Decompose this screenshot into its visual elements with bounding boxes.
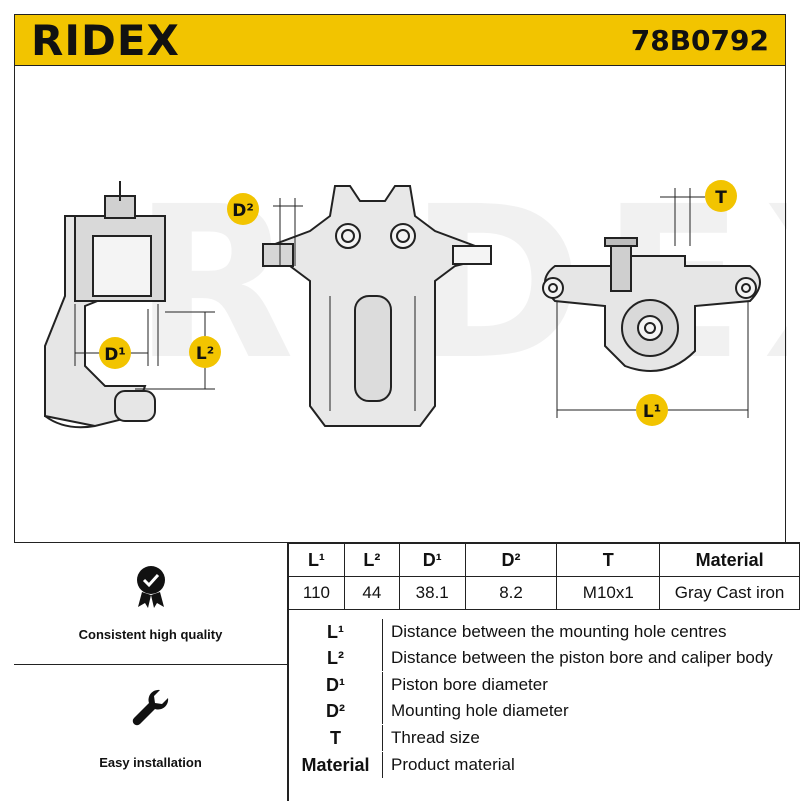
- legend-key: D²: [289, 698, 383, 724]
- info-panel: Consistent high quality Easy installatio…: [14, 542, 800, 801]
- legend-key: L²: [289, 645, 383, 671]
- legend-row: Material Product material: [289, 752, 800, 778]
- t-dimension: [660, 188, 705, 246]
- legend-desc: Distance between the mounting hole centr…: [391, 622, 727, 641]
- legend-row: T Thread size: [289, 725, 800, 751]
- d2-label: D²: [232, 201, 254, 221]
- wrench-icon: [132, 689, 168, 726]
- feature-installation-label: Easy installation: [99, 755, 202, 770]
- caliper-top-view: [542, 237, 761, 372]
- feature-quality: Consistent high quality: [14, 543, 288, 665]
- d2-marker: [227, 193, 259, 225]
- part-number: 78B0792: [630, 24, 769, 57]
- legend-desc: Distance between the piston bore and cal…: [391, 648, 773, 667]
- spec-header-t: T: [556, 543, 661, 577]
- spec-value-d2: 8.2: [464, 576, 558, 610]
- specs-value-row: 110 44 38.1 8.2 M10x1 Gray Cast iron: [288, 576, 800, 610]
- l2-marker: [189, 336, 221, 368]
- legend: L¹ Distance between the mounting hole ce…: [288, 609, 800, 801]
- legend-row: D² Mounting hole diameter: [289, 698, 800, 724]
- caliper-side-view: [44, 181, 166, 429]
- t-marker: [705, 180, 737, 212]
- legend-key: L¹: [289, 619, 383, 645]
- spec-value-material: Gray Cast iron: [659, 576, 800, 610]
- feature-installation: Easy installation: [14, 665, 288, 801]
- legend-desc: Piston bore diameter: [391, 675, 548, 694]
- spec-value-t: M10x1: [556, 576, 661, 610]
- t-label: T: [715, 188, 727, 208]
- spec-header-d1: D¹: [398, 543, 466, 577]
- caliper-drawing: RIDEX D¹ L²: [44, 161, 787, 429]
- specs-header-row: L¹ L² D¹ D² T Material: [288, 543, 800, 577]
- caliper-front-view: [262, 185, 492, 427]
- l1-label: L¹: [643, 402, 661, 422]
- quality-badge-icon: [136, 566, 165, 608]
- legend-key: Material: [289, 752, 383, 778]
- spec-header-l1: L¹: [288, 543, 345, 577]
- d1-marker: [99, 337, 131, 369]
- spec-value-l1: 110: [288, 576, 345, 610]
- feature-quality-label: Consistent high quality: [78, 627, 223, 642]
- legend-key: T: [289, 725, 383, 751]
- header-bar: RIDEX 78B0792: [14, 14, 786, 66]
- specs-table: L¹ L² D¹ D² T Material 110 44 38.1 8.2 M…: [288, 543, 800, 610]
- legend-desc: Mounting hole diameter: [391, 701, 569, 720]
- spec-value-l2: 44: [343, 576, 400, 610]
- spec-header-material: Material: [659, 543, 800, 577]
- legend-desc: Thread size: [391, 728, 480, 747]
- legend-row: L¹ Distance between the mounting hole ce…: [289, 619, 800, 645]
- spec-header-l2: L²: [343, 543, 400, 577]
- spec-header-d2: D²: [464, 543, 558, 577]
- l1-marker: [636, 394, 668, 426]
- d2-dimension: [273, 198, 303, 266]
- d1-label: D¹: [104, 345, 126, 365]
- spec-value-d1: 38.1: [398, 576, 466, 610]
- legend-desc: Product material: [391, 755, 515, 774]
- legend-row: L² Distance between the piston bore and …: [289, 645, 800, 671]
- legend-row: D¹ Piston bore diameter: [289, 672, 800, 698]
- l2-label: L²: [196, 344, 214, 364]
- legend-key: D¹: [289, 672, 383, 698]
- technical-drawing-panel: RIDEX D¹ L²: [14, 66, 787, 542]
- brand-logo: RIDEX: [31, 16, 180, 65]
